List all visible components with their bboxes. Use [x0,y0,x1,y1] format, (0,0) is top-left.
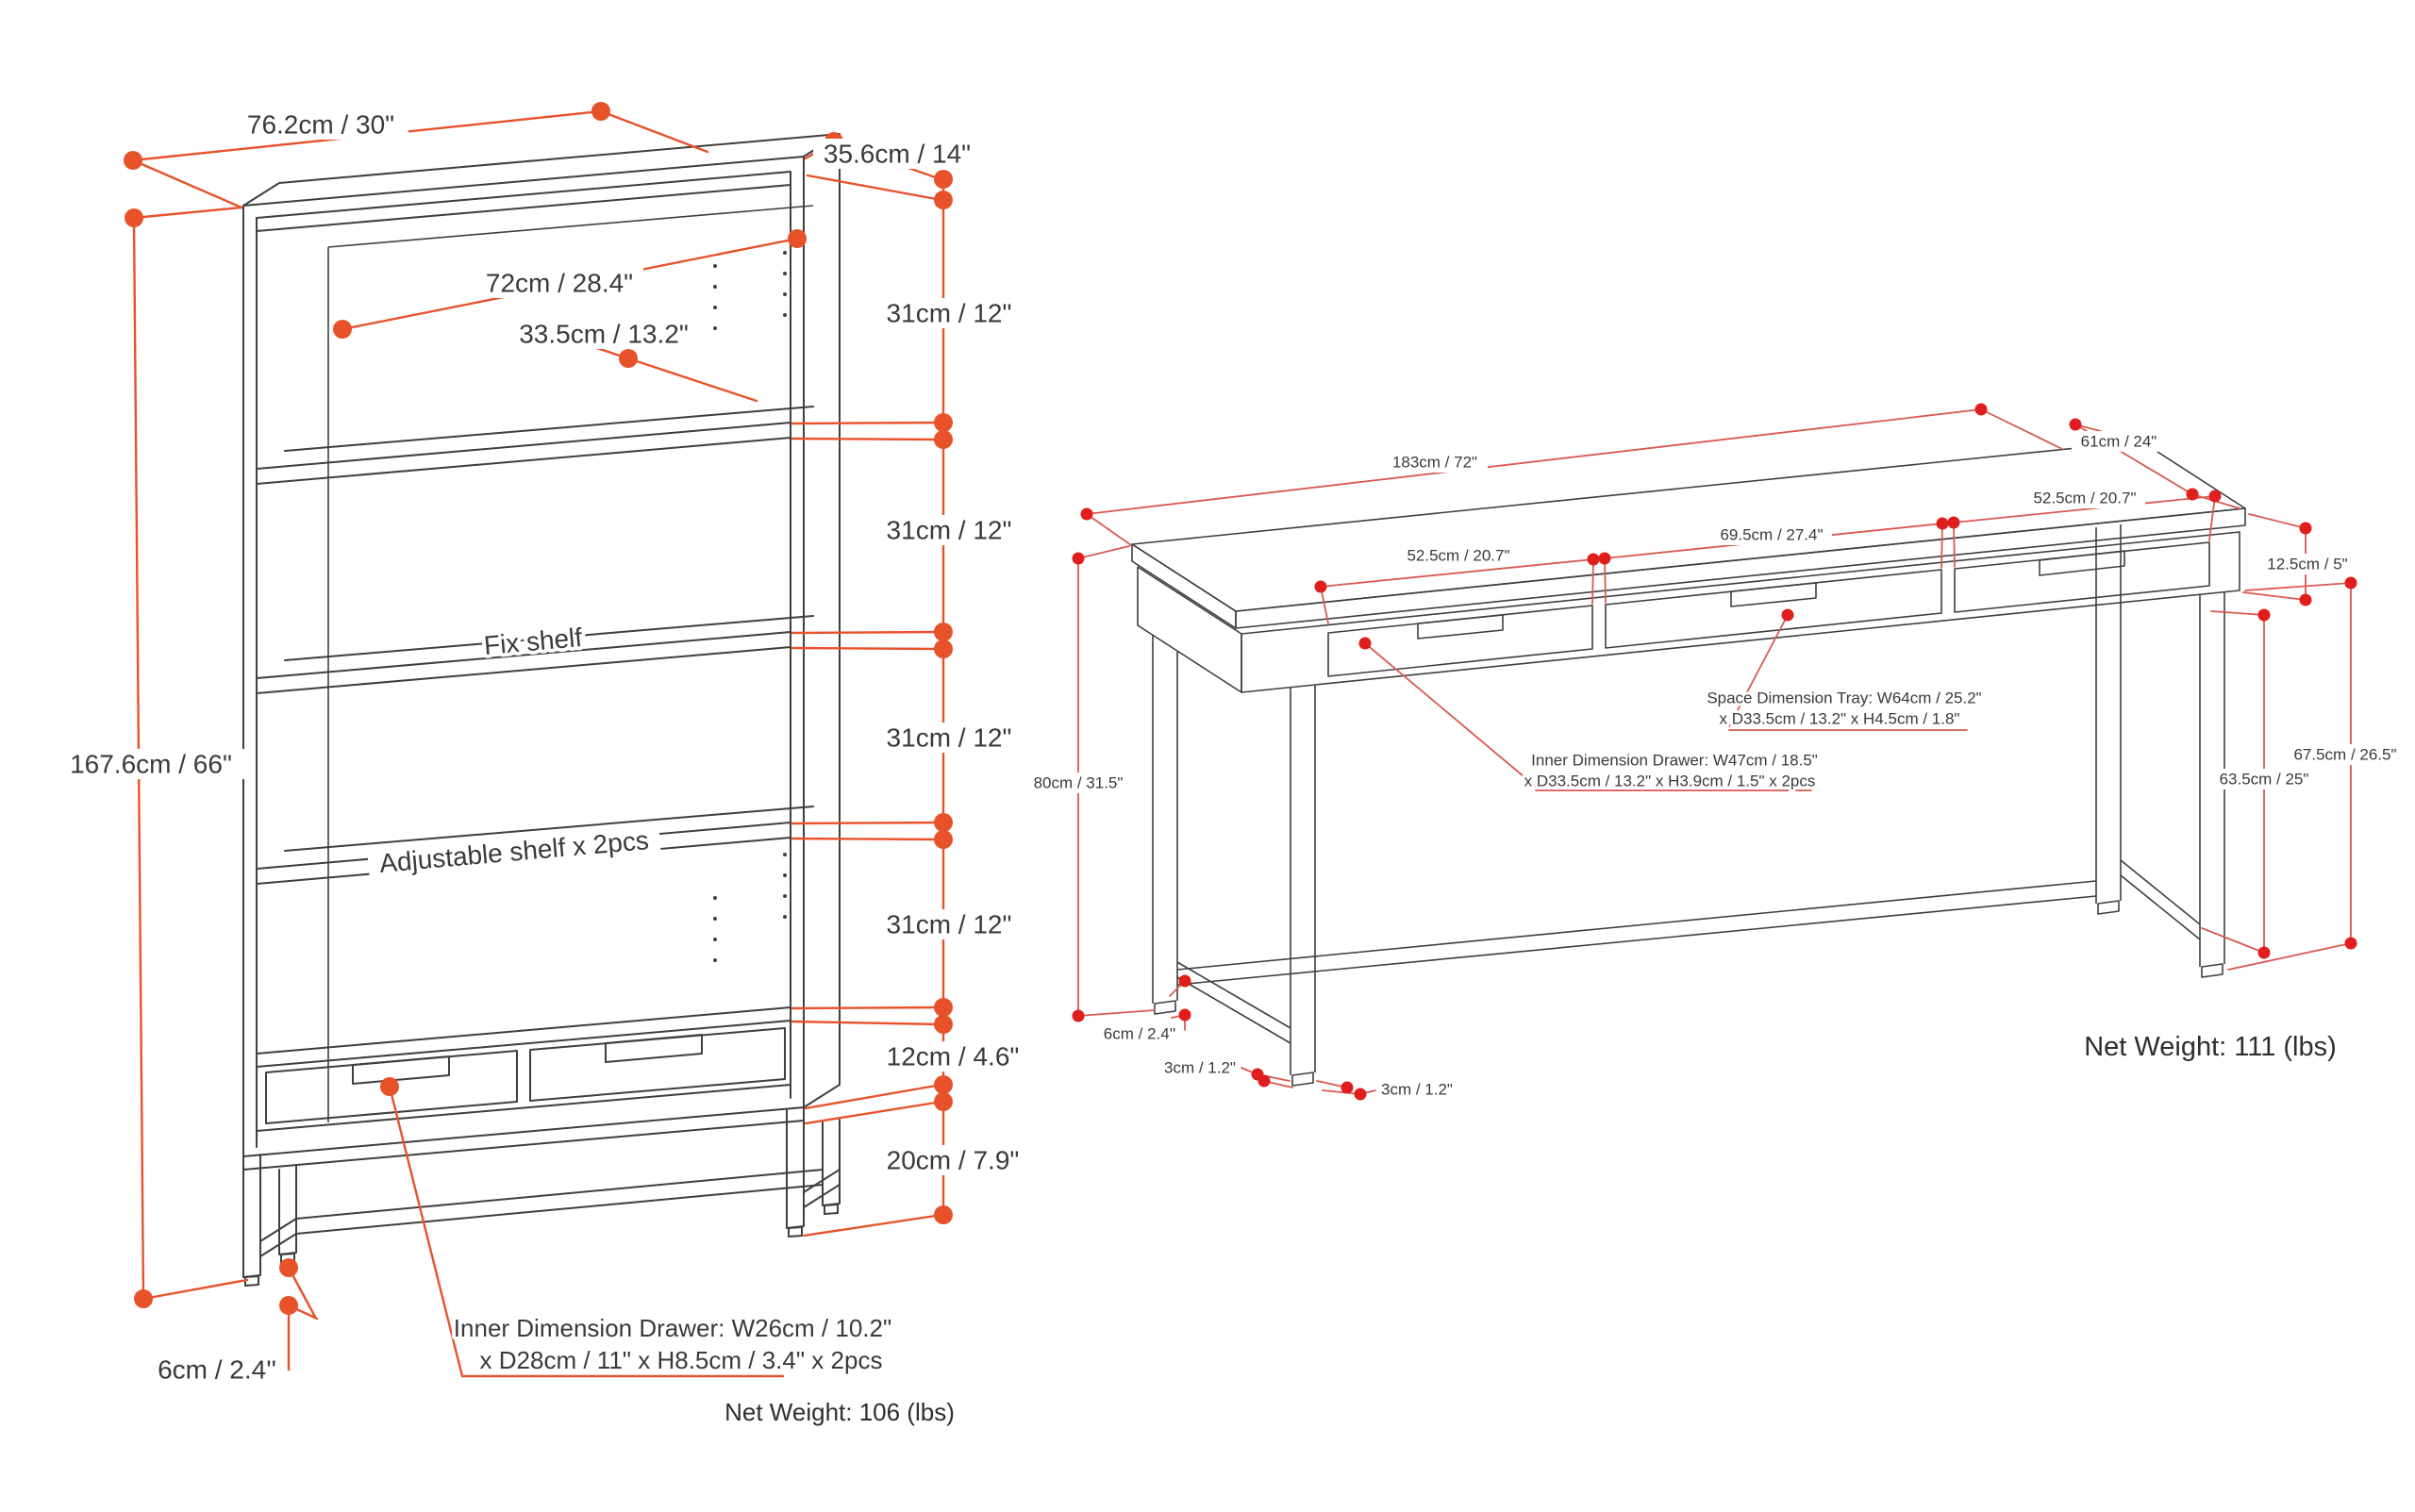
desk-drawer-mid-width-label: 69.5cm / 27.4" [1720,526,1823,544]
desk-foot-label: 6cm / 2.4'' [1104,1025,1175,1043]
desk-drawer-right-width-label: 52.5cm / 20.7" [2033,490,2136,507]
desk-drawer-left-handle-icon [1417,614,1504,640]
bookcase-adjustable-shelf-label: Adjustable shelf x 2pcs [378,825,650,878]
bookcase-shelves [256,406,814,1132]
bookcase-foot-label: 6cm / 2.4'' [158,1355,276,1385]
bookcase-dimensions: 76.2cm / 30" 35.6cm / 14" 72cm / 28.4" 3… [55,102,1031,1426]
desk-drawer-left-width-label: 52.5cm / 20.7" [1407,547,1509,565]
desk-drawer-note-line1: Inner Dimension Drawer: W47cm / 18.5" [1531,752,1818,770]
desk-leg-label-2: 3cm / 1.2" [1381,1081,1453,1099]
bookcase-width-label: 76.2cm / 30" [247,110,394,140]
bookcase-shelf-pin-holes [713,251,787,962]
bookcase-total-height-label: 167.6cm / 66" [70,750,232,779]
bookcase-figure [242,133,841,1287]
desk-legs-frame [1152,524,2225,1087]
bookcase-left-drawer-handle-icon [352,1055,450,1085]
desk-top [1131,440,2246,629]
desk-dim-dots [1072,403,2357,1101]
desk-depth-label: 61cm / 24" [2081,433,2157,451]
bookcase-right-drawer-handle-icon [605,1034,703,1063]
bookcase-drawers [265,1027,786,1124]
bookcase-section3-label: 31cm / 12" [887,723,1012,753]
bookcase-drawer-note-line1: Inner Dimension Drawer: W26cm / 10.2" [454,1314,891,1342]
desk-width-label: 183cm / 72" [1392,454,1477,472]
desk-dim-labels: 183cm / 72" 61cm / 24" 52.5cm / 20.7" 69… [1024,430,2407,1102]
desk-drawers [1327,541,2210,677]
bookcase-section4-label: 31cm / 12" [887,910,1012,939]
bookcase-net-weight: Net Weight: 106 (lbs) [724,1398,955,1426]
desk-dim-lines [1077,408,2352,1095]
bookcase-base-frame [242,1106,841,1287]
bookcase-dim-labels: 76.2cm / 30" 35.6cm / 14" 72cm / 28.4" 3… [55,107,1031,1426]
bookcase-fix-shelf-label: Fix shelf [483,623,584,660]
bookcase-section1-label: 31cm / 12" [887,299,1012,328]
desk-drawer-right-handle-icon [2039,550,2125,576]
desk-apron-height-label: 12.5cm / 5" [2267,556,2347,573]
desk-drawer-note-line2: x D33.5cm / 13.2" x H3.9cm / 1.5" x 2pcs [1524,773,1816,790]
bookcase-interior [327,205,814,1122]
desk-clearance-inner-label: 63.5cm / 25" [2220,771,2309,789]
bookcase-depth-label: 35.6cm / 14" [824,140,971,169]
desk-dimensions: 183cm / 72" 61cm / 24" 52.5cm / 20.7" 69… [1024,403,2407,1102]
bookcase-drawer-height-label: 12cm / 4.6" [887,1042,1020,1072]
bookcase-dim-dots [124,102,953,1315]
desk-drawer-middle-handle-icon [1730,582,1817,607]
desk-tray-note-line1: Space Dimension Tray: W64cm / 25.2" [1707,690,1981,707]
desk-drawer-right [1954,541,2210,613]
bookcase-interior-width-label: 72cm / 28.4" [486,269,633,298]
bookcase-section2-label: 31cm / 12" [887,516,1012,545]
desk-net-weight: Net Weight: 111 (lbs) [2084,1032,2337,1062]
desk-height-label: 80cm / 31.5" [1034,774,1124,792]
desk-leg-label-1: 3cm / 1.2" [1164,1059,1236,1077]
bookcase-base-height-label: 20cm / 7.9" [887,1146,1020,1175]
bookcase-drawer-note-line2: x D28cm / 11" x H8.5cm / 3.4" x 2pcs [480,1346,883,1374]
bookcase-shelf-depth-label: 33.5cm / 13.2" [519,320,689,349]
desk-drawer-middle [1605,569,1942,649]
desk-drawer-left [1327,605,1593,677]
desk-figure [1131,440,2246,1087]
desk-tray-note-line2: x D33.5cm / 13.2" x H4.5cm / 1.8" [1720,710,1960,728]
desk-apron [1137,531,2240,693]
desk-clearance-outer-label: 67.5cm / 26.5" [2293,746,2396,764]
